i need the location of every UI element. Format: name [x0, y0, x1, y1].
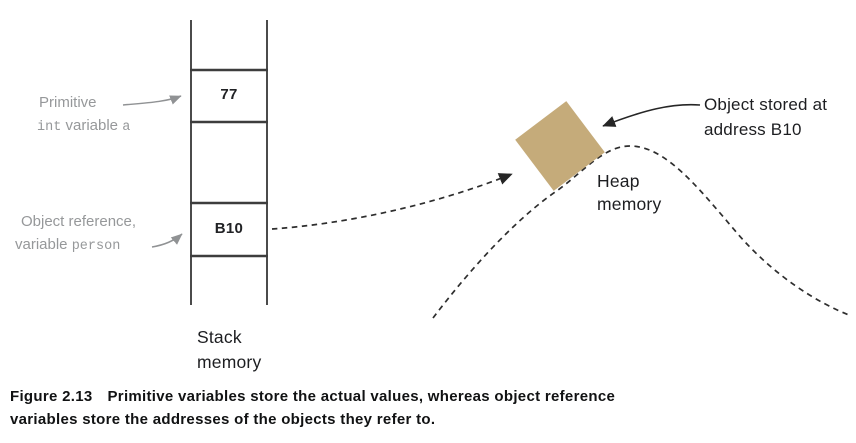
object-reference-label-line1: Object reference,	[21, 213, 137, 230]
object-reference-label-line2: variable person	[15, 234, 120, 258]
figure-caption-line2: variables store the addresses of the obj…	[10, 411, 436, 428]
stack-ladder	[190, 20, 268, 305]
primitive-arrow	[122, 95, 182, 106]
stack-cell-77: 77	[220, 86, 238, 103]
code-person: person	[71, 239, 121, 254]
stack-memory-label: Stack memory	[197, 325, 261, 375]
object-stored-label: Object stored at address B10	[704, 92, 827, 142]
figure-caption-line1: Primitive variables store the actual val…	[107, 388, 616, 405]
heap-hill-dashed-curve	[432, 145, 850, 319]
heap-object-square	[515, 101, 605, 191]
stack-cell-b10: B10	[214, 220, 244, 237]
code-int: int	[37, 120, 62, 135]
code-a: a	[122, 120, 131, 135]
heap-memory-label: Heap memory	[597, 170, 661, 216]
heap-memory-label-line1: Heap	[597, 171, 640, 191]
heap-memory-label-line2: memory	[597, 194, 662, 214]
object-reference-label-pre: variable	[15, 236, 68, 253]
object-stored-label-line1: Object stored at	[704, 95, 828, 114]
object-stored-label-line2: address B10	[704, 120, 802, 139]
figure-caption: Figure 2.13 Primitive variables store the…	[10, 385, 810, 431]
stack-memory-label-line1: Stack	[197, 327, 242, 347]
primitive-label-line2: int variable a	[37, 115, 130, 139]
figure-caption-number: Figure 2.13	[10, 388, 93, 405]
primitive-label-mid: variable	[65, 117, 119, 134]
person-arrow	[151, 233, 183, 248]
reference-dashed-arrow	[271, 173, 513, 230]
primitive-label-line1: Primitive	[39, 94, 97, 111]
object-stored-arrow	[602, 103, 701, 127]
stack-memory-label-line2: memory	[197, 352, 262, 372]
